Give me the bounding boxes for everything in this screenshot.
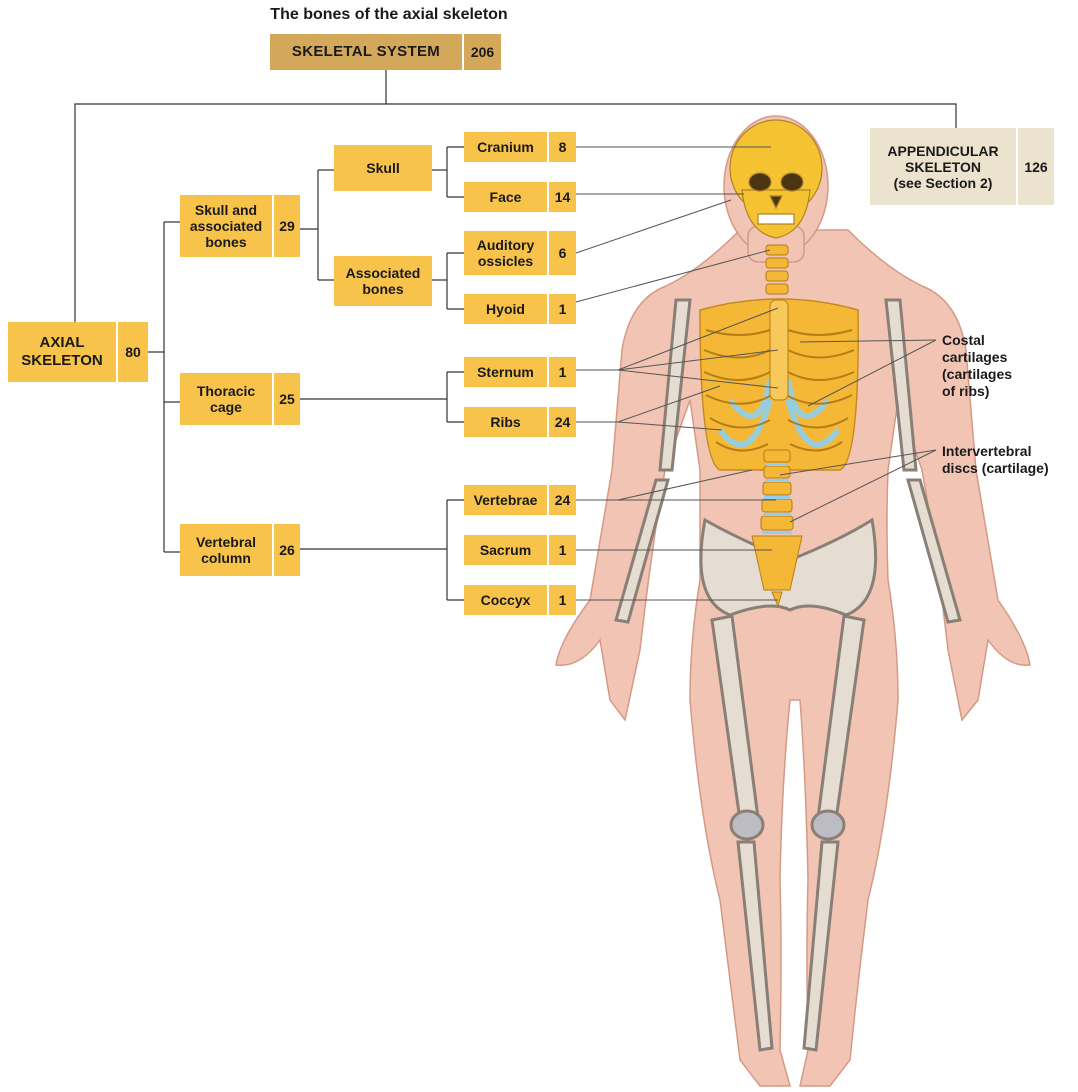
- appendicular-skeleton-box: APPENDICULAR SKELETON (see Section 2) 12…: [870, 128, 1054, 205]
- sacrum-label: Sacrum: [464, 535, 547, 565]
- coccyx-box: Coccyx 1: [464, 585, 576, 615]
- skull-associated-bones-box: Skull and associated bones 29: [180, 195, 300, 257]
- coccyx-label: Coccyx: [464, 585, 547, 615]
- face-count: 14: [547, 182, 576, 212]
- vertebrae-count: 24: [547, 485, 576, 515]
- vertebral-column-box: Vertebral column 26: [180, 524, 300, 576]
- sternum-count: 1: [547, 357, 576, 387]
- auditory-ossicles-label: Auditory ossicles: [464, 231, 547, 275]
- coccyx-count: 1: [547, 585, 576, 615]
- thoracic-cage-box: Thoracic cage 25: [180, 373, 300, 425]
- ribs-box: Ribs 24: [464, 407, 576, 437]
- sternum-label: Sternum: [464, 357, 547, 387]
- sternum-box: Sternum 1: [464, 357, 576, 387]
- associated-bones-label: Associated bones: [334, 256, 432, 306]
- costal-cartilages-callout: Costal cartilages (cartilages of ribs): [942, 332, 1012, 400]
- axial-skeleton-label: AXIAL SKELETON: [8, 322, 116, 382]
- thoracic-cage-count: 25: [272, 373, 300, 425]
- hyoid-box: Hyoid 1: [464, 294, 576, 324]
- thoracic-cage-label: Thoracic cage: [180, 373, 272, 425]
- skeletal-system-label: SKELETAL SYSTEM: [270, 34, 462, 70]
- thoracic-cage: [700, 299, 858, 470]
- hyoid-label: Hyoid: [464, 294, 547, 324]
- associated-bones-box: Associated bones: [334, 256, 432, 306]
- ribs-count: 24: [547, 407, 576, 437]
- skull-associated-bones-label: Skull and associated bones: [180, 195, 272, 257]
- ribs-label: Ribs: [464, 407, 547, 437]
- axial-skeleton-count: 80: [116, 322, 148, 382]
- skull-associated-bones-count: 29: [272, 195, 300, 257]
- hyoid-count: 1: [547, 294, 576, 324]
- face-label: Face: [464, 182, 547, 212]
- sacrum-box: Sacrum 1: [464, 535, 576, 565]
- vertebrae-label: Vertebrae: [464, 485, 547, 515]
- skull-label: Skull: [334, 145, 432, 191]
- vertebral-column-label: Vertebral column: [180, 524, 272, 576]
- sacrum-count: 1: [547, 535, 576, 565]
- auditory-ossicles-count: 6: [547, 231, 576, 275]
- intervertebral-discs-callout: Intervertebral discs (cartilage): [942, 443, 1049, 477]
- vertebral-column-count: 26: [272, 524, 300, 576]
- appendicular-skeleton-label: APPENDICULAR SKELETON (see Section 2): [870, 128, 1016, 205]
- axial-skeleton-box: AXIAL SKELETON 80: [8, 322, 148, 382]
- vertebrae-box: Vertebrae 24: [464, 485, 576, 515]
- face-box: Face 14: [464, 182, 576, 212]
- appendicular-skeleton-count: 126: [1016, 128, 1054, 205]
- skull-box: Skull: [334, 145, 432, 191]
- cranium-label: Cranium: [464, 132, 547, 162]
- cranium-box: Cranium 8: [464, 132, 576, 162]
- skeletal-system-count: 206: [462, 34, 501, 70]
- cranium-count: 8: [547, 132, 576, 162]
- skeletal-system-box: SKELETAL SYSTEM 206: [270, 34, 501, 70]
- auditory-ossicles-box: Auditory ossicles 6: [464, 231, 576, 275]
